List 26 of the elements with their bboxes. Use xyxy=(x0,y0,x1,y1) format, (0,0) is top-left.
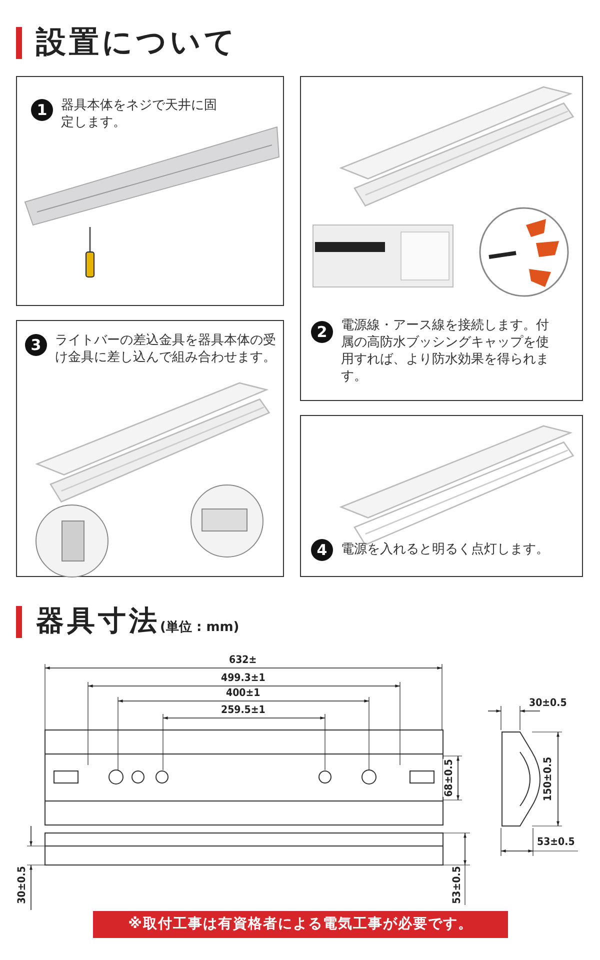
dimension-label: 632± xyxy=(229,654,257,666)
dimension-label: 400±1 xyxy=(226,687,260,699)
dimension-label: 30±0.5 xyxy=(529,697,567,709)
section-title: 設置について xyxy=(36,24,238,62)
dimension-label: 499.3±1 xyxy=(221,672,266,684)
step-description: ライトバーの差込金具を器具本体の受け金具に差し込んで組み合わせます。 xyxy=(55,332,277,366)
warning-banner: ※取付工事は有資格者による電気工事が必要です。 xyxy=(93,911,508,938)
step-description: 電源を入れると明るく点灯します。 xyxy=(341,541,550,558)
step-description: 器具本体をネジで天井に固定します。 xyxy=(61,97,218,131)
dimension-label: 53±0.5 xyxy=(450,866,463,904)
step-number-badge: 4 xyxy=(311,539,333,561)
step-number-badge: 1 xyxy=(31,99,53,121)
section-title: 器具寸法 xyxy=(36,603,160,639)
step-panel xyxy=(16,76,284,306)
step-description: 電源線・アース線を接続します。付属の高防水ブッシングキャップを使用すれば、より防水効果を得られます。 xyxy=(341,317,550,385)
step-panel xyxy=(16,320,284,577)
dimension-label: 68±0.5 xyxy=(442,759,455,797)
dimension-label: 150±0.5 xyxy=(542,756,554,802)
step-number-badge: 2 xyxy=(311,321,333,343)
dimension-label: 259.5±1 xyxy=(221,704,266,716)
step-panel xyxy=(300,415,583,577)
dimension-label: 30±0.5 xyxy=(16,866,28,904)
step-number-badge: 3 xyxy=(25,334,47,356)
step-panel xyxy=(300,76,583,401)
dimension-label: 53±0.5 xyxy=(537,836,575,848)
unit-note: (単位 : mm) xyxy=(160,619,240,636)
